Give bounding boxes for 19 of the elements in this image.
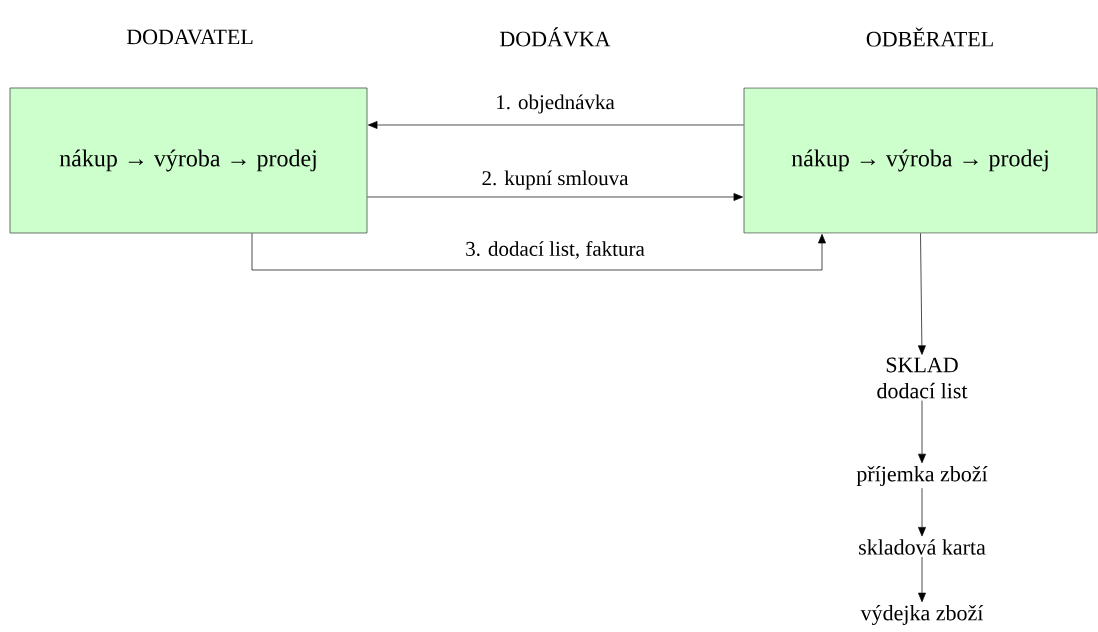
process-box: nákup → výroba → prodej bbox=[743, 87, 1098, 234]
arrow bbox=[367, 193, 743, 201]
step-text: výdejka zboží bbox=[860, 604, 984, 625]
column-heading: ODBĚRATEL bbox=[866, 27, 993, 47]
document-label: SKLAD dodací list bbox=[877, 357, 968, 399]
arrow bbox=[917, 233, 926, 355]
edge-label: 1. objednávka bbox=[497, 94, 615, 114]
column-heading: DODÁVKA bbox=[500, 27, 611, 47]
edge-label: 3. dodací list, faktura bbox=[466, 241, 645, 259]
edge-label: 2. kupní smlouva bbox=[482, 170, 629, 190]
process-box: nákup → výroba → prodej bbox=[9, 87, 368, 234]
arrow bbox=[368, 121, 744, 129]
column-heading: DODAVATEL bbox=[126, 29, 253, 45]
arrow bbox=[251, 233, 826, 271]
arrow bbox=[918, 400, 926, 464]
step-text: příjemka zboží bbox=[856, 466, 988, 486]
arrow bbox=[918, 487, 926, 537]
arrow bbox=[918, 556, 926, 603]
step-text: skladová karta bbox=[859, 539, 986, 555]
